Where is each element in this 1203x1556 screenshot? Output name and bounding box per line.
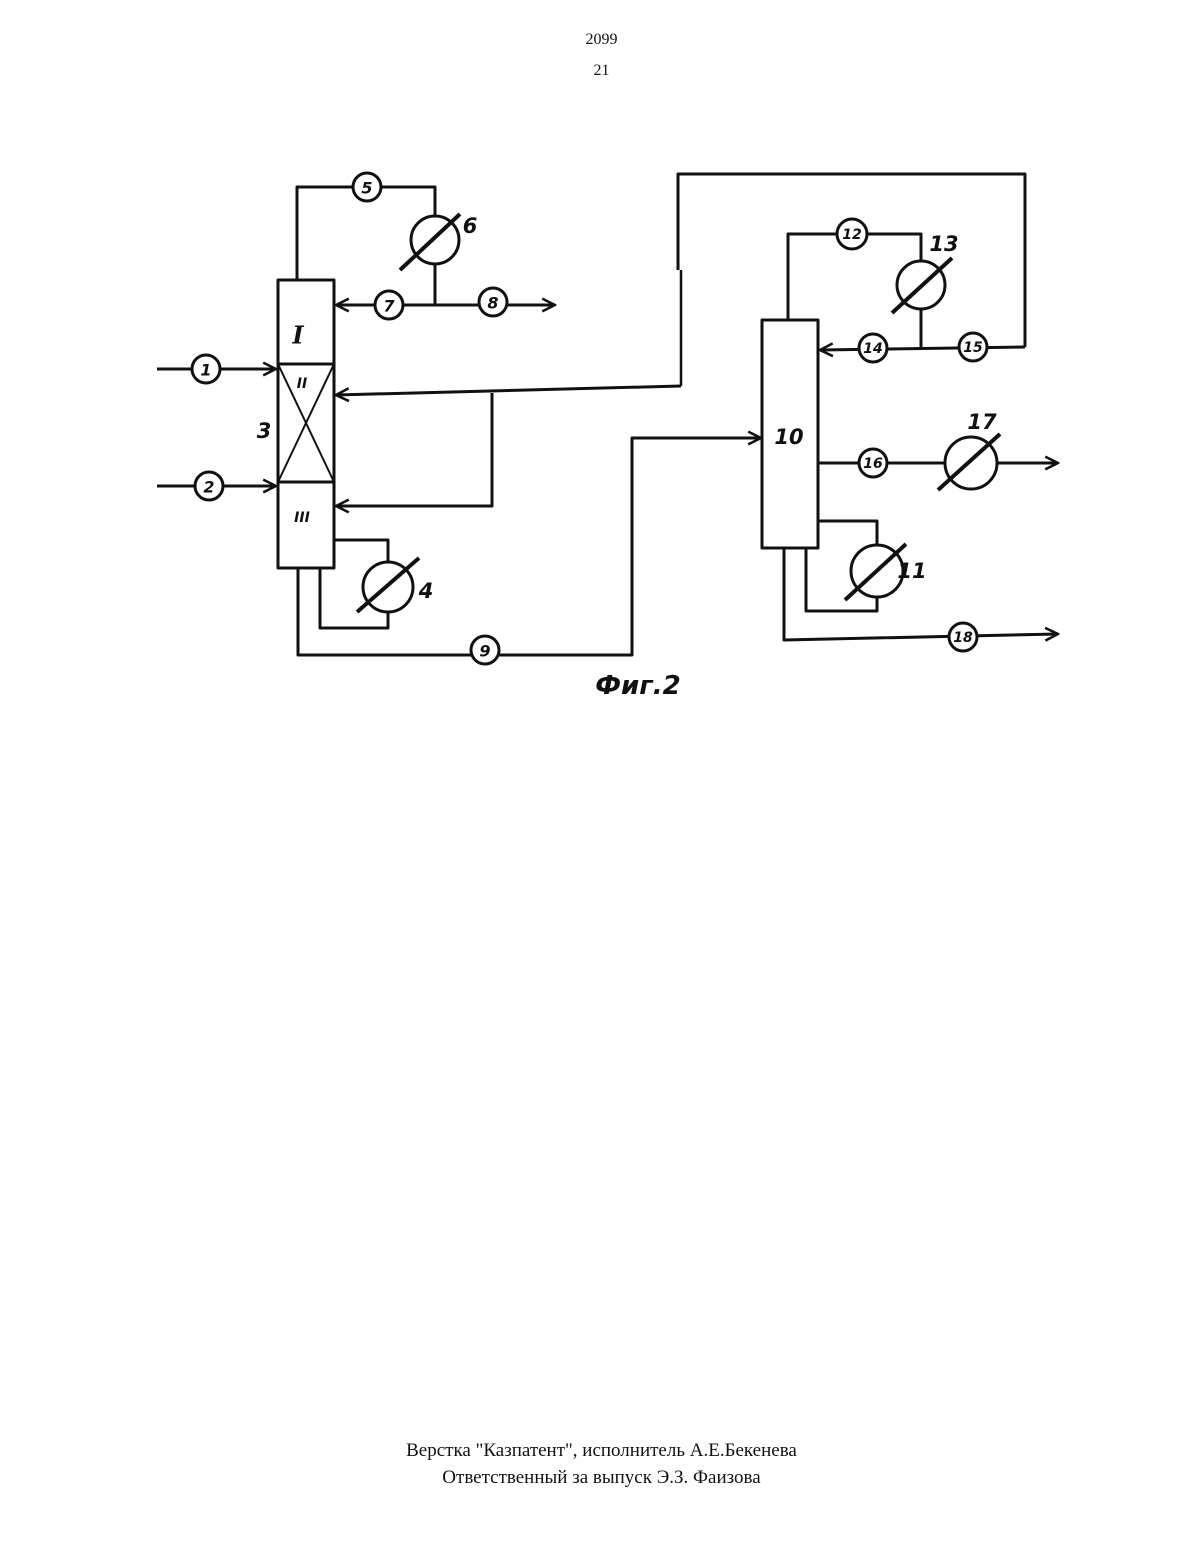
label-equipment-3: 3 bbox=[257, 419, 272, 443]
condenser-13 bbox=[892, 258, 952, 313]
label-stream-9: 9 bbox=[479, 642, 490, 661]
bottoms-line-9 bbox=[298, 438, 761, 655]
label-zone-ii: II bbox=[297, 376, 307, 392]
label-equipment-11: 11 bbox=[897, 559, 926, 583]
reflux-line-14 bbox=[820, 347, 1025, 350]
label-stream-18: 18 bbox=[953, 630, 973, 646]
condenser-6 bbox=[400, 214, 460, 270]
reboiler-4 bbox=[357, 558, 419, 612]
label-stream-16: 16 bbox=[863, 456, 883, 472]
label-stream-7: 7 bbox=[383, 297, 395, 316]
label-equipment-4: 4 bbox=[418, 579, 434, 603]
label-zone-i: I bbox=[291, 321, 304, 350]
label-zone-iii: III bbox=[294, 510, 310, 526]
label-stream-5: 5 bbox=[361, 179, 372, 198]
label-stream-8: 8 bbox=[487, 294, 498, 313]
recycle-line-15-upper bbox=[678, 174, 1025, 347]
reboiler-11-return bbox=[818, 521, 877, 545]
label-equipment-10: 10 bbox=[774, 425, 803, 449]
label-equipment-6: 6 bbox=[463, 214, 478, 238]
label-equipment-13: 13 bbox=[929, 232, 958, 256]
footer-responsible-editor: Ответственный за выпуск Э.З. Фаизова bbox=[0, 1467, 1203, 1489]
label-stream-15: 15 bbox=[963, 340, 983, 356]
label-stream-1: 1 bbox=[200, 361, 211, 380]
label-stream-2: 2 bbox=[203, 478, 214, 497]
reboiler-4-return bbox=[334, 540, 388, 562]
cooler-17 bbox=[938, 434, 1000, 490]
figure-caption: Фиг.2 bbox=[595, 671, 681, 701]
process-flow-diagram: 1 2 5 7 8 9 12 14 15 16 18 3 4 6 10 11 1… bbox=[0, 0, 1203, 760]
recycle-line-lower-inlet bbox=[336, 393, 492, 506]
label-stream-12: 12 bbox=[842, 227, 861, 243]
label-stream-14: 14 bbox=[863, 341, 882, 357]
label-equipment-17: 17 bbox=[967, 410, 997, 434]
footer-typesetting-credit: Верстка "Казпатент", исполнитель А.Е.Бек… bbox=[0, 1440, 1203, 1462]
recycle-line-upper-inlet bbox=[336, 386, 681, 395]
